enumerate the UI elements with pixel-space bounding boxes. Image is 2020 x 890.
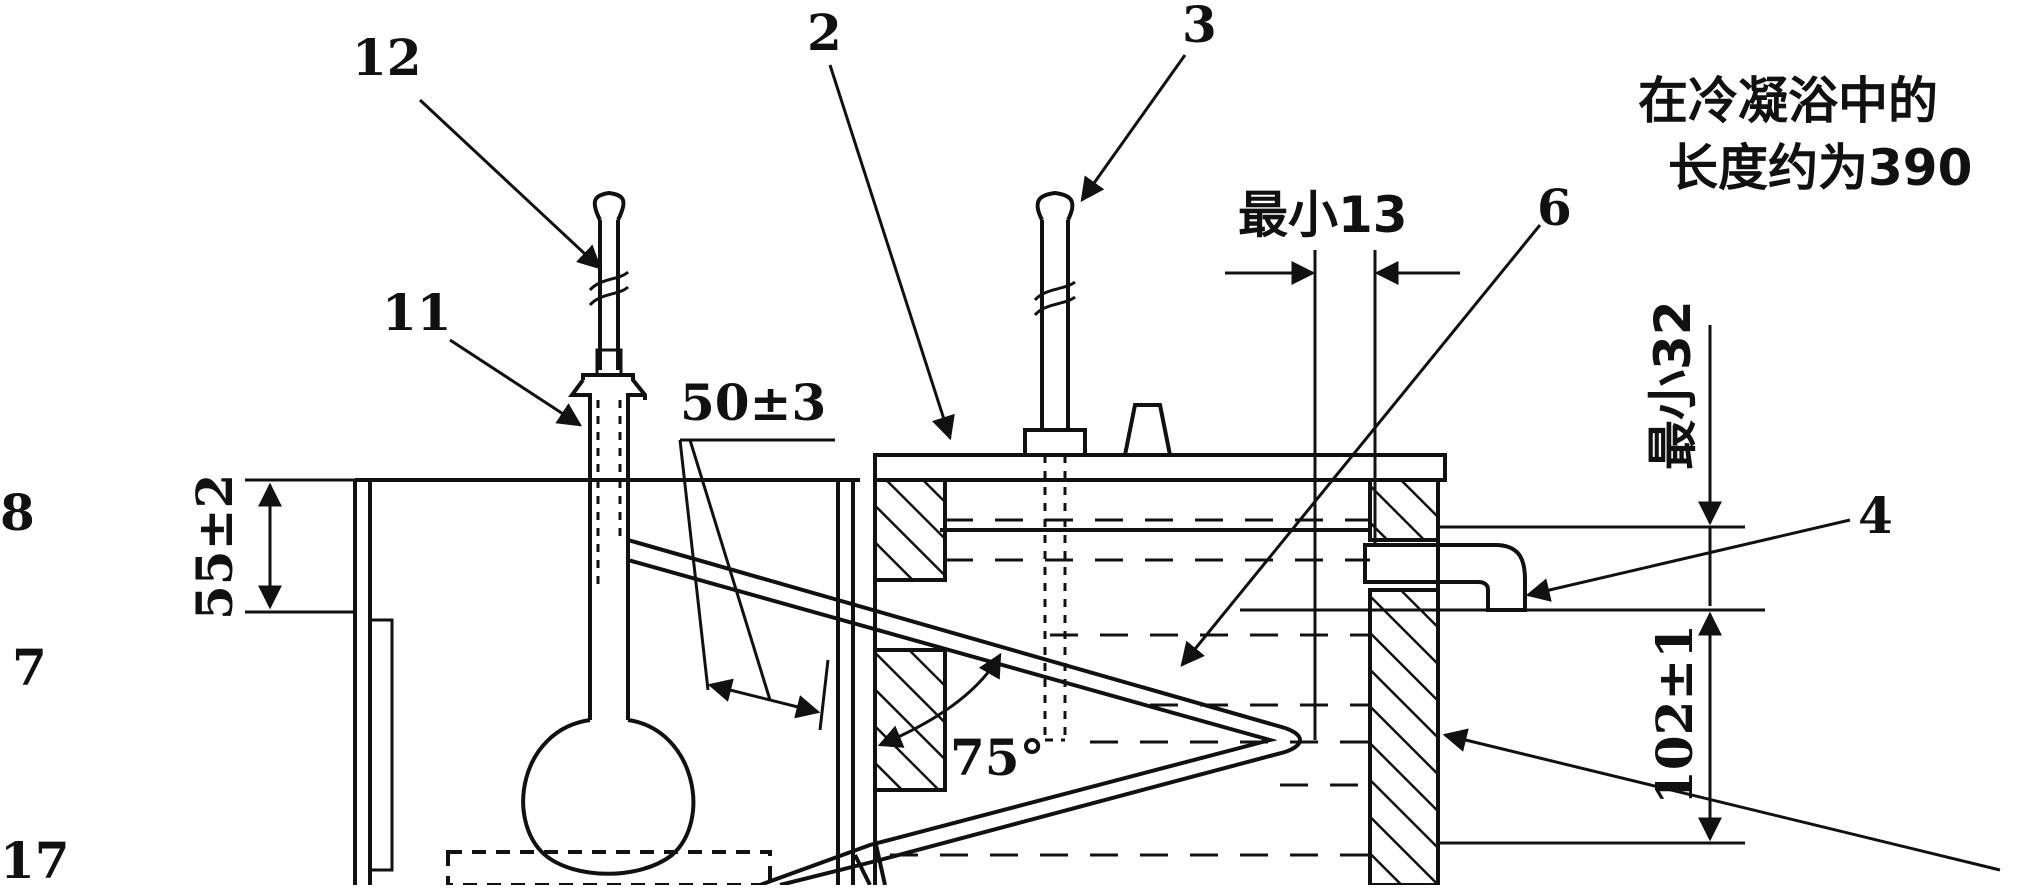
dimension-lines bbox=[245, 250, 1765, 845]
label-2: 2 bbox=[807, 3, 842, 62]
dimension-50: 50±3 bbox=[680, 373, 826, 432]
label-12: 12 bbox=[352, 28, 422, 87]
label-11: 11 bbox=[382, 283, 452, 342]
label-6: 6 bbox=[1537, 178, 1572, 237]
dimension-55: 55±2 bbox=[185, 474, 244, 620]
dimension-min13: 最小13 bbox=[1238, 186, 1408, 244]
leader-lines bbox=[418, 54, 2001, 872]
label-3: 3 bbox=[1182, 0, 1217, 54]
distillation-flask bbox=[521, 190, 696, 876]
dimension-102: 102±1 bbox=[1645, 624, 1704, 805]
dimension-angle-75: 75° bbox=[950, 728, 1045, 787]
label-17: 17 bbox=[0, 831, 70, 885]
label-8: 8 bbox=[0, 483, 35, 542]
flask-support-board bbox=[446, 850, 772, 887]
flask-shield bbox=[353, 478, 860, 885]
note-line-1: 在冷凝浴中的 bbox=[1638, 72, 1938, 130]
label-7: 7 bbox=[12, 638, 47, 697]
label-4: 4 bbox=[1858, 486, 1893, 545]
note-line-2: 长度约为390 bbox=[1668, 139, 1972, 197]
dimension-min32: 最小32 bbox=[1644, 300, 1702, 470]
condenser-tube bbox=[627, 538, 1302, 887]
